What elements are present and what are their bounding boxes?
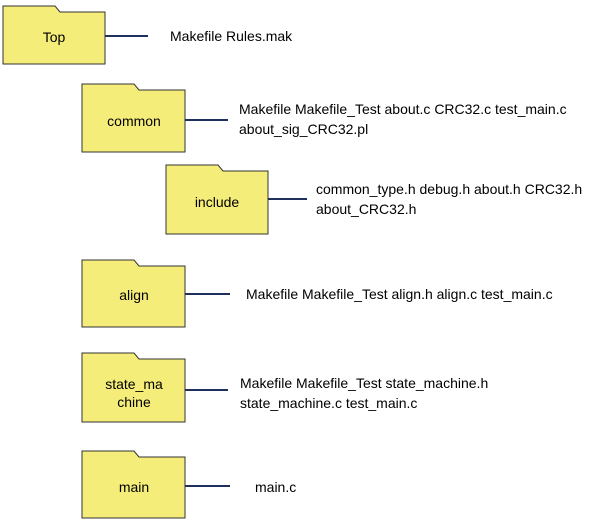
files-common-line2: about_sig_CRC32.pl — [239, 121, 369, 137]
folder-include-icon — [165, 164, 269, 235]
files-include-line1: common_type.h debug.h about.h CRC32.h — [316, 181, 583, 197]
folder-top-label: Top — [43, 29, 66, 45]
folder-state-machine-label-line1: state_ma — [105, 376, 163, 392]
files-include: common_type.h debug.h about.h CRC32.h ab… — [316, 179, 582, 219]
folder-common-label: common — [107, 113, 161, 129]
folder-align-label: align — [119, 287, 149, 303]
folder-top-icon — [2, 5, 106, 65]
files-include-line2: about_CRC32.h — [316, 201, 417, 217]
files-align-line1: Makefile Makefile_Test align.h align.c t… — [246, 286, 553, 302]
files-state-machine-line1: Makefile Makefile_Test state_machine.h — [240, 375, 489, 391]
files-main-line1: main.c — [255, 479, 297, 495]
files-common: Makefile Makefile_Test about.c CRC32.c t… — [239, 99, 567, 139]
folder-common-icon — [81, 83, 186, 153]
folder-align-icon — [81, 259, 186, 328]
folder-main-label: main — [119, 479, 149, 495]
files-main: main.c — [255, 477, 296, 497]
folder-common: common — [81, 83, 228, 153]
files-common-line1: Makefile Makefile_Test about.c CRC32.c t… — [239, 101, 567, 117]
files-top-line1: Makefile Rules.mak — [170, 28, 293, 44]
folder-main: main — [81, 450, 230, 519]
files-top: Makefile Rules.mak — [170, 26, 292, 46]
folder-include: include — [165, 164, 307, 235]
folder-state-machine: state_ma chine — [81, 352, 228, 423]
folder-state-machine-icon — [81, 352, 186, 423]
folder-top: Top — [2, 5, 148, 65]
folder-state-machine-label-line2: chine — [117, 394, 151, 410]
files-state-machine: Makefile Makefile_Test state_machine.h s… — [240, 373, 488, 413]
folder-main-icon — [81, 450, 186, 519]
files-align: Makefile Makefile_Test align.h align.c t… — [246, 284, 553, 304]
folder-include-label: include — [195, 194, 240, 210]
files-state-machine-line2: state_machine.c test_main.c — [240, 395, 418, 411]
folder-align: align — [81, 259, 230, 328]
